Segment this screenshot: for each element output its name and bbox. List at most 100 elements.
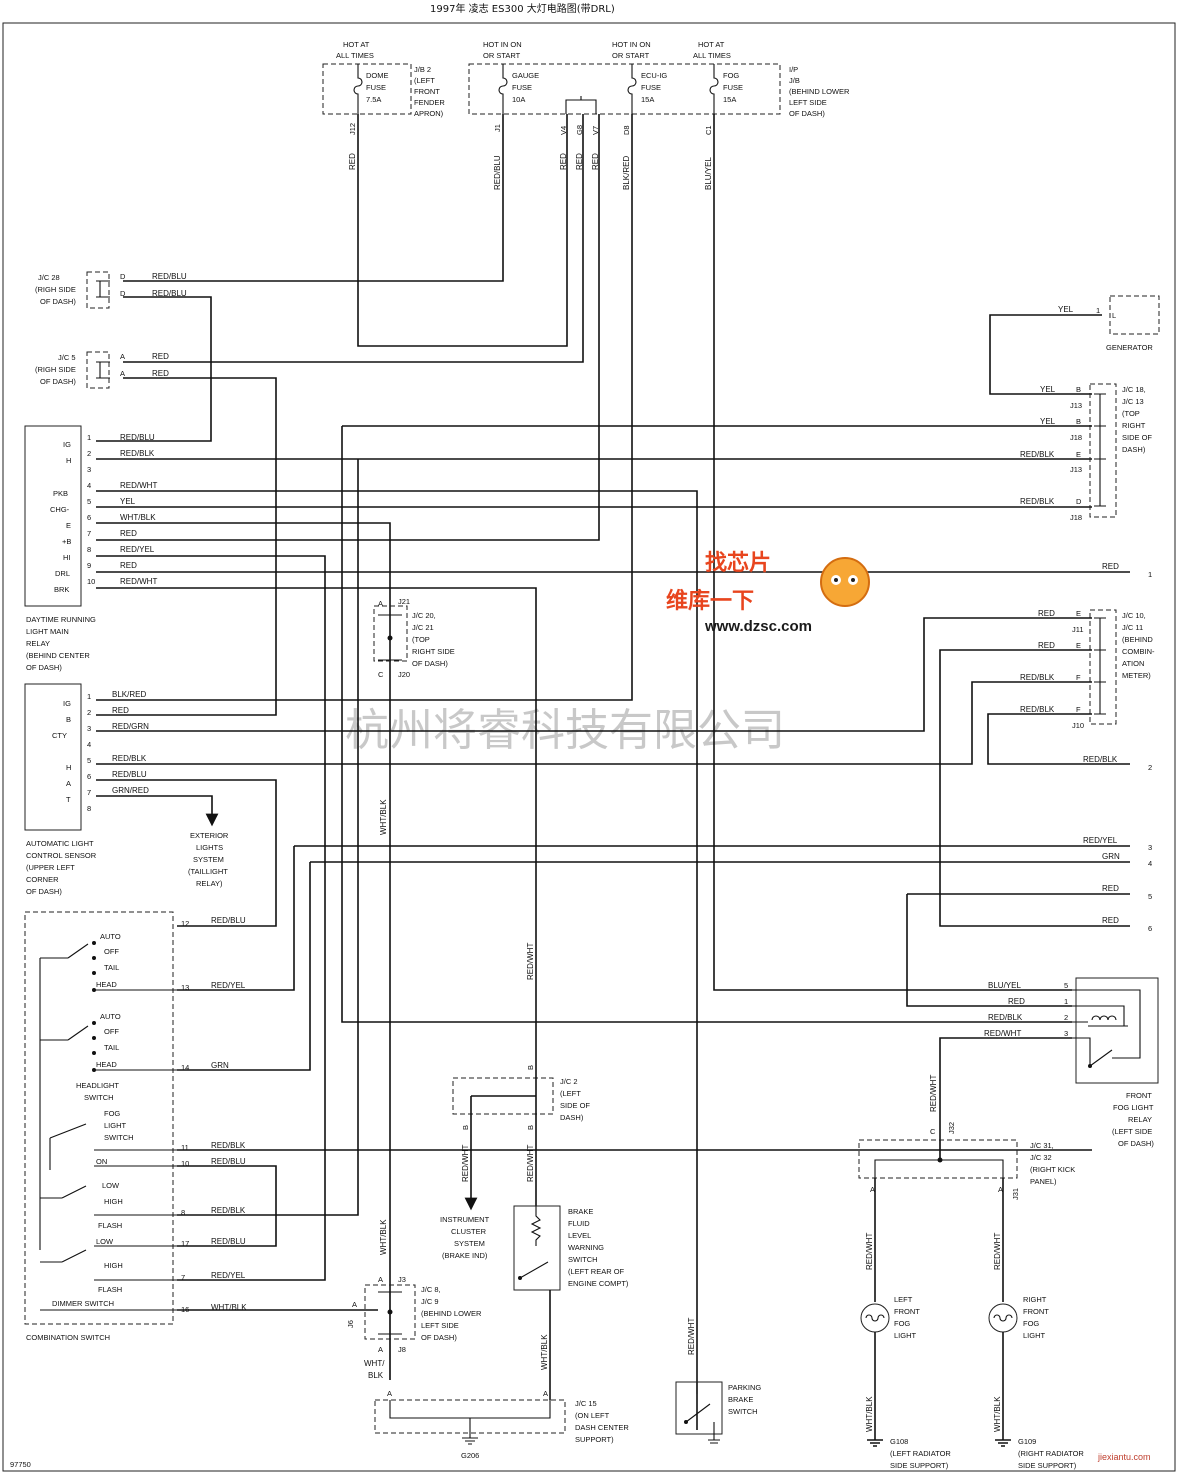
svg-text:(BEHIND: (BEHIND (1122, 635, 1153, 644)
svg-text:6: 6 (1148, 924, 1152, 933)
svg-text:17: 17 (181, 1239, 189, 1248)
svg-text:RED: RED (152, 352, 169, 361)
svg-text:SWITCH: SWITCH (84, 1093, 114, 1102)
svg-text:ALL TIMES: ALL TIMES (693, 51, 731, 60)
svg-text:RED/BLK: RED/BLK (1020, 673, 1055, 682)
svg-text:J10: J10 (1072, 721, 1084, 730)
fuse-box-ipjb: HOT IN ON OR START HOT IN ON OR START HO… (468, 40, 850, 118)
diagram-frame (2, 22, 1176, 1472)
svg-text:15A: 15A (641, 95, 654, 104)
svg-text:A: A (120, 369, 125, 378)
svg-text:RED/YEL: RED/YEL (211, 1271, 246, 1280)
svg-text:J/C 5: J/C 5 (58, 353, 76, 362)
svg-text:LOW: LOW (96, 1237, 114, 1246)
diagram-title: 1997年 凌志 ES300 大灯电路图(带DRL) (430, 2, 615, 15)
svg-text:B: B (1076, 385, 1081, 394)
brake-fluid-switch: BRAKE FLUID LEVEL WARNING SWITCH (LEFT R… (513, 1205, 629, 1400)
svg-text:11: 11 (181, 1143, 189, 1152)
svg-text:RED: RED (575, 153, 584, 170)
figure-id: 97750 (10, 1460, 31, 1469)
svg-text:3: 3 (1064, 1029, 1068, 1038)
svg-text:(UPPER LEFT: (UPPER LEFT (26, 863, 75, 872)
right-fog-light: RIGHT FRONT FOG LIGHT WHT/BLK G109 (RIGH… (988, 1295, 1084, 1470)
svg-text:找芯片: 找芯片 (705, 551, 771, 576)
power-state-dome-1: HOT AT (343, 40, 370, 49)
svg-text:15A: 15A (723, 95, 736, 104)
svg-text:2: 2 (1064, 1013, 1068, 1022)
svg-text:J/C 15: J/C 15 (575, 1399, 597, 1408)
svg-text:RIGHT: RIGHT (1023, 1295, 1047, 1304)
svg-text:RED/BLU: RED/BLU (211, 916, 246, 925)
svg-text:A: A (120, 352, 125, 361)
svg-text:CTY: CTY (52, 731, 67, 740)
svg-text:LIGHT: LIGHT (104, 1121, 127, 1130)
svg-text:GENERATOR: GENERATOR (1106, 343, 1153, 352)
svg-text:(LEFT: (LEFT (560, 1089, 581, 1098)
svg-text:WHT/BLK: WHT/BLK (993, 1396, 1002, 1432)
svg-text:H: H (66, 456, 71, 465)
svg-text:WHT/BLK: WHT/BLK (379, 799, 388, 835)
svg-text:HEAD: HEAD (96, 980, 117, 989)
svg-text:SIDE OF: SIDE OF (1122, 433, 1152, 442)
svg-text:GAUGE: GAUGE (512, 71, 539, 80)
svg-text:J/C 28: J/C 28 (38, 273, 60, 282)
svg-text:OFF: OFF (104, 1027, 119, 1036)
svg-text:J/C 32: J/C 32 (1030, 1153, 1052, 1162)
svg-text:2: 2 (1148, 763, 1152, 772)
svg-text:T: T (66, 795, 71, 804)
footer-watermark: jiexiantu.com (1097, 1452, 1151, 1462)
svg-text:A: A (387, 1389, 392, 1398)
svg-text:B: B (66, 715, 71, 724)
svg-text:AUTO: AUTO (100, 932, 121, 941)
svg-text:COMBIN-: COMBIN- (1122, 647, 1155, 656)
svg-text:D: D (120, 289, 126, 298)
svg-text:(RIGH SIDE: (RIGH SIDE (35, 285, 76, 294)
svg-text:FOG: FOG (104, 1109, 120, 1118)
svg-text:OF DASH): OF DASH) (26, 663, 62, 672)
svg-text:FOG: FOG (1023, 1319, 1039, 1328)
svg-text:1: 1 (1096, 306, 1100, 315)
svg-text:PKB: PKB (53, 489, 68, 498)
svg-text:SWITCH: SWITCH (104, 1133, 134, 1142)
svg-text:RED/BLU: RED/BLU (152, 289, 187, 298)
svg-text:LIGHT: LIGHT (1023, 1331, 1046, 1340)
svg-text:SWITCH: SWITCH (728, 1407, 758, 1416)
svg-text:J11: J11 (1072, 625, 1084, 634)
svg-text:YEL: YEL (1058, 305, 1074, 314)
svg-text:RED/BLU: RED/BLU (152, 272, 187, 281)
svg-text:ECU-IG: ECU-IG (641, 71, 667, 80)
svg-text:RED/BLK: RED/BLK (1083, 755, 1118, 764)
svg-text:OF DASH): OF DASH) (789, 109, 825, 118)
svg-text:RED/BLK: RED/BLK (988, 1013, 1023, 1022)
svg-text:GRN: GRN (211, 1061, 229, 1070)
svg-text:A: A (870, 1185, 875, 1194)
left-fog-light: LEFT FRONT FOG LIGHT WHT/BLK G108 (LEFT … (860, 1295, 951, 1470)
svg-text:ENGINE COMPT): ENGINE COMPT) (568, 1279, 629, 1288)
svg-text:A: A (378, 599, 383, 608)
svg-text:J3: J3 (398, 1275, 406, 1284)
svg-text:GRN: GRN (1102, 852, 1120, 861)
dome-fuse-label: DOME (366, 71, 389, 80)
power-state-dome-2: ALL TIMES (336, 51, 374, 60)
svg-text:INSTRUMENT: INSTRUMENT (440, 1215, 490, 1224)
svg-text:D: D (120, 272, 126, 281)
generator: L 1 YEL GENERATOR (989, 295, 1160, 395)
svg-text:G8: G8 (575, 125, 584, 135)
svg-text:(BEHIND LOWER: (BEHIND LOWER (421, 1309, 482, 1318)
svg-text:J/C 21: J/C 21 (412, 623, 434, 632)
svg-text:YEL: YEL (1040, 385, 1056, 394)
svg-text:CONTROL SENSOR: CONTROL SENSOR (26, 851, 97, 860)
svg-text:DRL: DRL (55, 569, 70, 578)
svg-text:RED/WHT: RED/WHT (993, 1233, 1002, 1270)
svg-text:V4: V4 (559, 126, 568, 135)
svg-text:J13: J13 (1070, 465, 1082, 474)
svg-text:J31: J31 (1011, 1188, 1020, 1200)
svg-text:RED: RED (1102, 916, 1119, 925)
svg-text:RED: RED (120, 529, 137, 538)
svg-text:RED/BLK: RED/BLK (120, 449, 155, 458)
svg-text:2: 2 (87, 708, 91, 717)
svg-text:(RIGHT KICK: (RIGHT KICK (1030, 1165, 1075, 1174)
svg-text:HI: HI (63, 553, 71, 562)
fuse-pins: J12 J1 V4 G8 V7 D8 C1 RED RED/BLU RED RE… (348, 123, 713, 190)
